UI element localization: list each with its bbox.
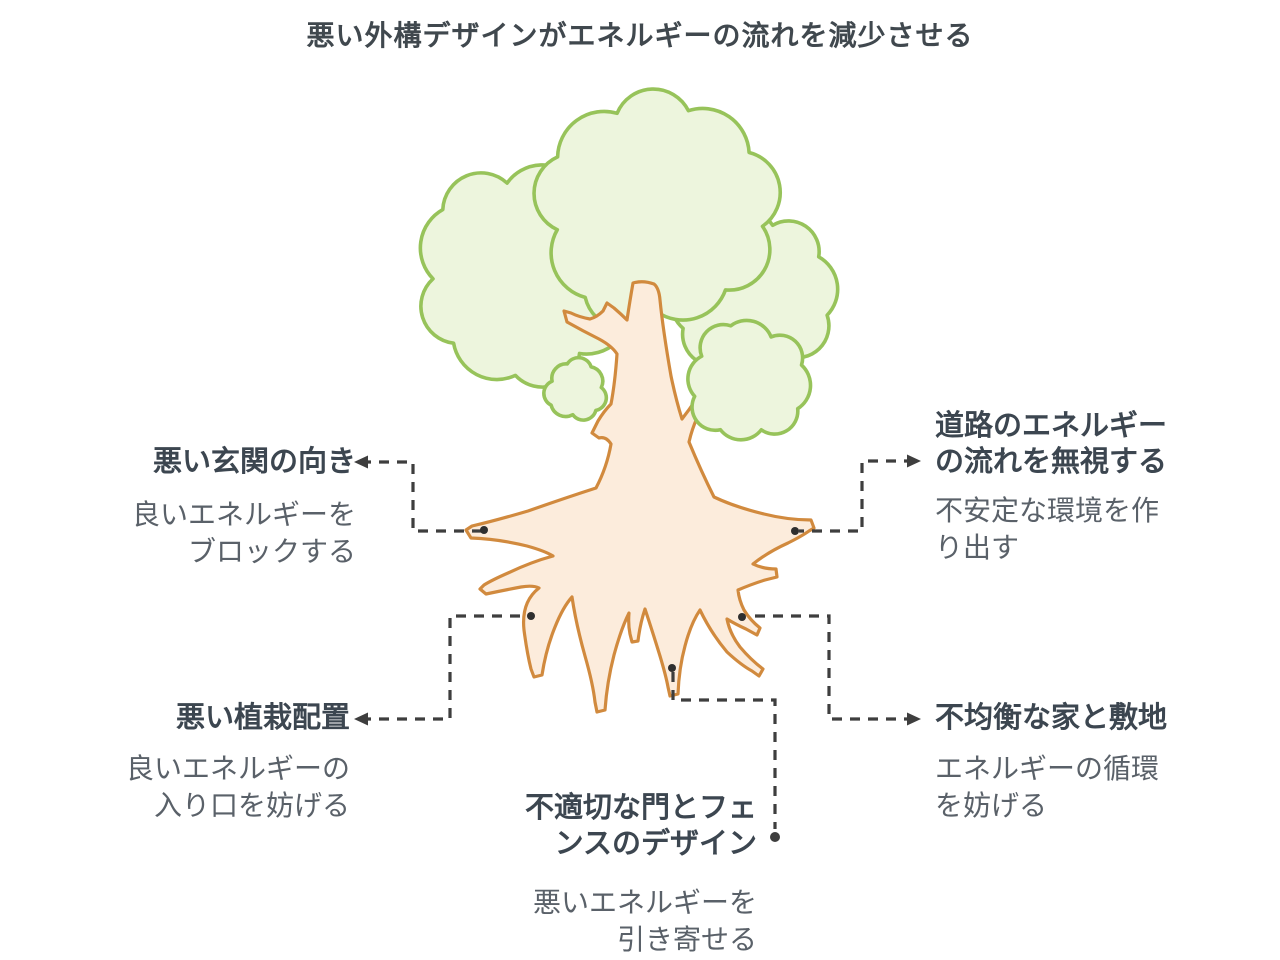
connector-gate — [671, 672, 777, 829]
label-house-desc-line2: を妨げる — [935, 790, 1048, 821]
foliage-cloud-right-mid — [686, 318, 813, 442]
label-gate-desc-line1: 悪いエネルギーを — [532, 887, 757, 918]
label-house-desc-line1: エネルギーの循環 — [935, 753, 1160, 784]
label-planting-desc: 良いエネルギーの 入り口を妨げる — [0, 750, 350, 824]
label-road: 道路のエネルギー の流れを無視する 不安定な環境を作 り出す — [935, 408, 1280, 566]
anchor-dot-planting — [527, 612, 535, 620]
label-gate-title: 不適切な門とフェ ンスのデザイン — [387, 790, 757, 862]
arrow-right-icon — [907, 712, 921, 726]
label-house: 不均衡な家と敷地 エネルギーの循環 を妨げる — [935, 700, 1280, 824]
label-road-title: 道路のエネルギー の流れを無視する — [935, 408, 1280, 480]
foliage-cloud-center — [532, 87, 782, 331]
anchor-dot-road — [791, 527, 799, 535]
connector-ends — [354, 454, 921, 842]
anchor-dot-house — [738, 613, 746, 621]
root-anchor-dots — [480, 526, 799, 672]
connector-lines — [361, 459, 914, 829]
trunk-and-roots — [464, 280, 816, 714]
page-title: 悪い外構デザインがエネルギーの流れを減少させる — [306, 20, 974, 51]
connector-house — [747, 614, 914, 721]
tree-trunk-roots — [464, 280, 816, 714]
label-house-title: 不均衡な家と敷地 — [935, 702, 1168, 734]
label-gate: 不適切な門とフェ ンスのデザイン 悪いエネルギーを 引き寄せる — [387, 790, 757, 958]
label-gate-desc-line2: 引き寄せる — [616, 924, 757, 955]
label-gate-desc: 悪いエネルギーを 引き寄せる — [387, 884, 757, 958]
label-planting-desc-line2: 入り口を妨げる — [153, 790, 350, 821]
anchor-dot-entrance — [480, 526, 488, 534]
label-entrance-desc-line1: 良いエネルギーを — [131, 499, 356, 530]
arrow-right-icon — [907, 454, 921, 468]
foliage-back — [418, 87, 840, 422]
foliage-cloud-small-left — [542, 355, 609, 422]
label-gate-title-line1: 不適切な門とフェ — [524, 792, 757, 824]
connector-end-dot — [770, 832, 780, 842]
label-road-title-line1: 道路のエネルギー — [935, 410, 1168, 442]
foliage-front — [686, 318, 813, 442]
label-road-desc: 不安定な環境を作 り出す — [935, 492, 1280, 566]
anchor-dot-gate — [668, 664, 676, 672]
label-house-desc: エネルギーの循環 を妨げる — [935, 750, 1280, 824]
label-road-desc-line2: り出す — [935, 532, 1020, 563]
label-entrance-desc-line2: ブロックする — [187, 536, 356, 567]
label-road-title-line2: の流れを無視する — [935, 446, 1168, 478]
label-planting-title: 悪い植栽配置 — [175, 702, 350, 734]
connector-planting — [361, 614, 532, 721]
label-planting: 悪い植栽配置 良いエネルギーの 入り口を妨げる — [0, 700, 350, 824]
arrow-left-icon — [354, 455, 368, 469]
label-gate-title-line2: ンスのデザイン — [554, 828, 757, 860]
connector-entrance — [361, 460, 481, 533]
label-planting-desc-line1: 良いエネルギーの — [125, 753, 350, 784]
arrow-left-icon — [354, 712, 368, 726]
label-entrance: 悪い玄関の向き 良いエネルギーを ブロックする — [0, 444, 356, 570]
label-entrance-desc: 良いエネルギーを ブロックする — [0, 496, 356, 570]
label-entrance-title: 悪い玄関の向き — [152, 446, 356, 478]
label-road-desc-line1: 不安定な環境を作 — [935, 495, 1160, 526]
connector-road — [799, 459, 914, 533]
